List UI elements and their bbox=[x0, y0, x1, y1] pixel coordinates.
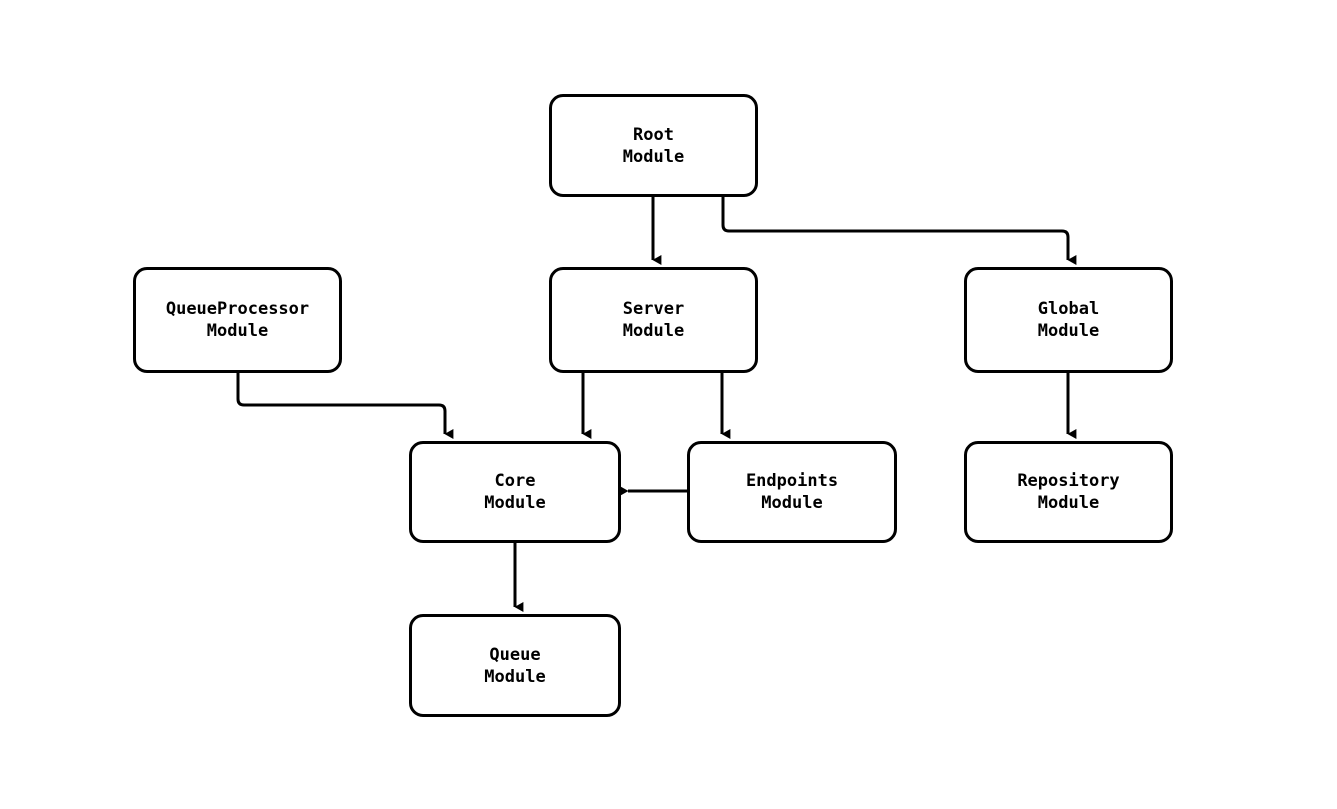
node-global-module-line2: Module bbox=[1037, 321, 1100, 341]
node-endpoints-module-line1: Endpoints bbox=[745, 471, 839, 491]
edge-root-to-global bbox=[721, 197, 1077, 265]
node-repository-module[interactable]: Repository Module bbox=[964, 441, 1173, 543]
node-root-module[interactable]: Root Module bbox=[549, 94, 758, 197]
node-endpoints-module[interactable]: Endpoints Module bbox=[687, 441, 897, 543]
node-queue-module-line2: Module bbox=[484, 666, 546, 687]
node-endpoints-module-line2: Module bbox=[761, 493, 823, 513]
node-core-module-line2: Module bbox=[484, 493, 546, 513]
node-repository-module-line2: Module bbox=[1037, 493, 1100, 513]
node-queueprocessor-module[interactable]: QueueProcessor Module bbox=[133, 267, 342, 373]
node-server-module-line2: Module bbox=[622, 321, 685, 341]
node-global-module-line1: Global bbox=[1037, 299, 1100, 319]
node-queueprocessor-module-line1: QueueProcessor bbox=[165, 299, 310, 319]
node-server-module[interactable]: Server Module bbox=[549, 267, 758, 373]
node-queue-module-line1: Queue bbox=[489, 644, 541, 665]
node-core-module-line1: Core bbox=[494, 471, 536, 491]
node-root-module-line2: Module bbox=[622, 146, 685, 167]
node-queueprocessor-module-line2: Module bbox=[206, 321, 269, 341]
node-queue-module[interactable]: Queue Module bbox=[409, 614, 621, 717]
node-core-module[interactable]: Core Module bbox=[409, 441, 621, 543]
node-repository-module-line1: Repository bbox=[1017, 471, 1120, 491]
node-global-module[interactable]: Global Module bbox=[964, 267, 1173, 373]
node-server-module-line1: Server bbox=[622, 299, 685, 319]
edge-queueprocessor-to-core bbox=[236, 373, 454, 439]
node-root-module-line1: Root bbox=[633, 124, 674, 145]
